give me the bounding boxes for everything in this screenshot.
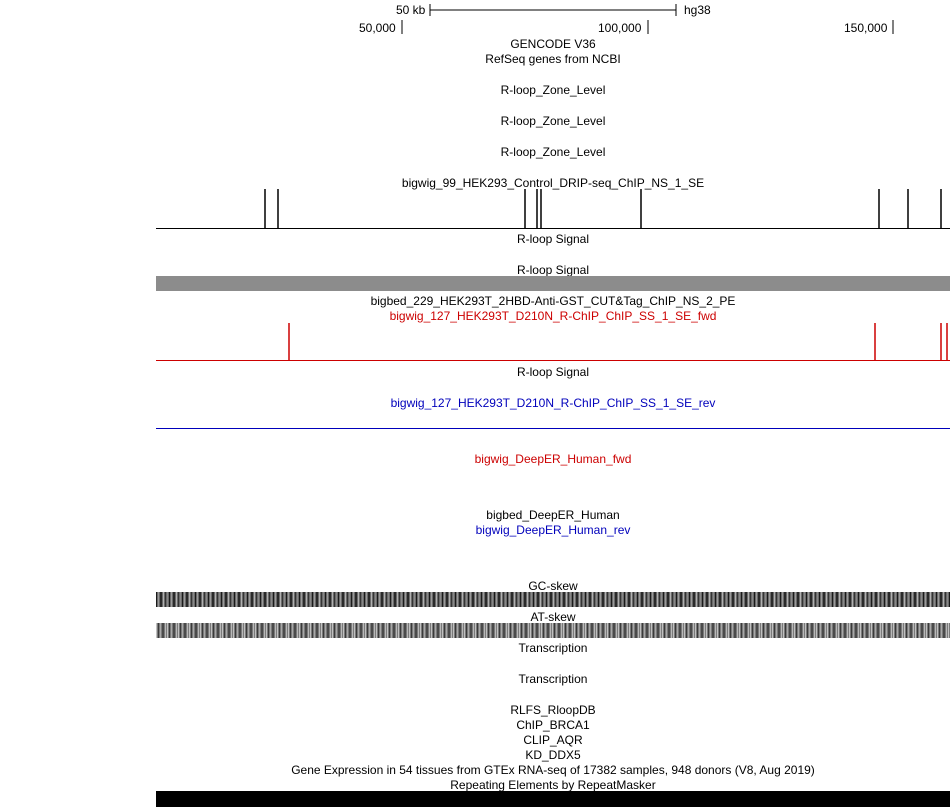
track-label-deeper-rev[interactable]: bigwig_DeepER_Human_rev (475, 523, 631, 537)
ruler-tick (401, 20, 403, 34)
repeatmasker-bar[interactable] (156, 791, 950, 807)
track-label-rloop-zone[interactable]: R-loop_Zone_Level (500, 114, 606, 128)
scale-label: 50 kb (396, 3, 426, 17)
ruler-tick-label: 150,000 (844, 21, 888, 35)
track-label-gtex[interactable]: Gene Expression in 54 tissues from GTEx … (291, 763, 815, 777)
track-label-rchip-rev[interactable]: bigwig_127_HEK293T_D210N_R-ChIP_ChIP_SS_… (390, 396, 716, 410)
track-label-refseq[interactable]: RefSeq genes from NCBI (485, 52, 621, 66)
track-label-rloop-signal[interactable]: R-loop Signal (516, 232, 590, 246)
track-label-clip-aqr[interactable]: CLIP_AQR (523, 733, 583, 747)
track-label-at-skew[interactable]: AT-skew (530, 610, 576, 624)
track-label-transcription[interactable]: Transcription (518, 641, 588, 655)
track-label-cut-tag[interactable]: bigbed_229_HEK293T_2HBD-Anti-GST_CUT&Tag… (370, 294, 736, 308)
track-label-rlfs[interactable]: RLFS_RloopDB (510, 703, 596, 717)
track-label-drip-seq[interactable]: bigwig_99_HEK293_Control_DRIP-seq_ChIP_N… (401, 176, 705, 190)
ruler-tick-label: 50,000 (359, 21, 396, 35)
rchip-rev-signal-track[interactable] (156, 427, 950, 431)
track-label-kd-ddx5[interactable]: KD_DDX5 (525, 748, 581, 762)
track-label-rloop-zone[interactable]: R-loop_Zone_Level (500, 145, 606, 159)
track-label-deeper-bed[interactable]: bigbed_DeepER_Human (486, 508, 620, 522)
at-skew-track[interactable] (156, 623, 950, 638)
rloop-signal-bar[interactable] (156, 276, 950, 291)
track-label-chip-brca1[interactable]: ChIP_BRCA1 (516, 718, 590, 732)
drip-seq-signal-track[interactable] (156, 188, 950, 230)
gc-skew-track[interactable] (156, 592, 950, 607)
track-label-transcription[interactable]: Transcription (518, 672, 588, 686)
track-label-rloop-signal[interactable]: R-loop Signal (516, 365, 590, 379)
track-label-rloop-signal[interactable]: R-loop Signal (516, 263, 590, 277)
ruler-tick-label: 100,000 (598, 21, 642, 35)
assembly-label: hg38 (684, 3, 711, 17)
ruler-tick (892, 20, 894, 34)
track-label-gc-skew[interactable]: GC-skew (528, 579, 578, 593)
ruler-tick (647, 20, 649, 34)
track-label-gencode[interactable]: GENCODE V36 (510, 37, 596, 51)
scale-bar (429, 4, 677, 16)
track-label-deeper-fwd[interactable]: bigwig_DeepER_Human_fwd (474, 452, 632, 466)
track-label-repeatmasker[interactable]: Repeating Elements by RepeatMasker (450, 778, 656, 792)
track-label-rchip-fwd[interactable]: bigwig_127_HEK293T_D210N_R-ChIP_ChIP_SS_… (389, 309, 717, 323)
rchip-fwd-signal-track[interactable] (156, 322, 950, 362)
track-label-rloop-zone[interactable]: R-loop_Zone_Level (500, 83, 606, 97)
